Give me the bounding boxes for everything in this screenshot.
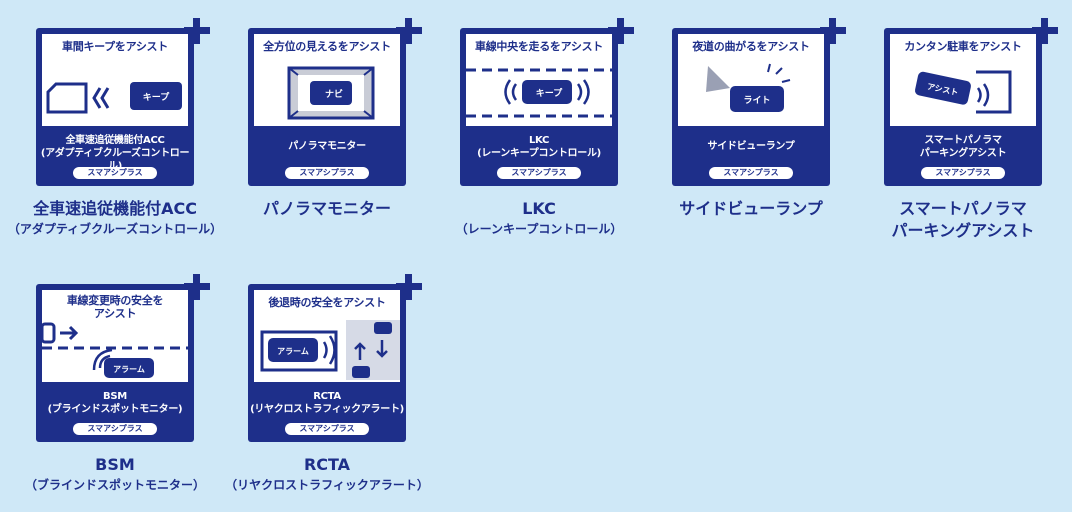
smart-assist-plus-badge: スマアシプラス	[709, 167, 793, 179]
feature-card: 全方位の見えるをアシスト ナビ パノラマモニター スマアシプラス	[248, 28, 406, 186]
card-feature-name: パノラマモニター	[288, 141, 366, 152]
card-illustration-area: 車線中央を走るをアシスト キープ	[466, 34, 612, 126]
plus-icon	[182, 272, 212, 302]
card-illustration-area: カンタン駐車をアシスト アシスト	[890, 34, 1036, 126]
card-feature-name: BSM (ブラインドスポットモニター)	[47, 391, 183, 415]
illustration-label: ライト	[743, 95, 770, 106]
feature-caption: スマートパノラマ パーキングアシスト	[891, 199, 1035, 240]
feature-caption: サイドビューランプ	[679, 199, 823, 218]
blind-spot-illustration: アラーム	[42, 322, 188, 378]
illustration-label: キープ	[536, 87, 563, 99]
smart-assist-plus-badge: スマアシプラス	[73, 423, 157, 435]
card-feature-name: スマートパノラマ パーキングアシスト	[919, 135, 1007, 159]
lane-keep-illustration: キープ	[466, 68, 612, 118]
feature-caption: RCTA （リヤクロストラフィックアラート）	[225, 455, 429, 492]
smart-assist-plus-badge: スマアシプラス	[73, 167, 157, 179]
feature-card: 後退時の安全をアシスト アラーム RCTA (リヤクロストラフィックアラート) …	[248, 284, 406, 442]
feature-caption: BSM （ブラインドスポットモニター）	[24, 455, 205, 492]
card-feature-name: 全車速追従機能付ACC (アダプティブクルーズコントロール)	[40, 135, 190, 172]
side-lamp-illustration: ライト	[706, 63, 791, 112]
smart-assist-plus-badge: スマアシプラス	[285, 167, 369, 179]
card-headline: カンタン駐車をアシスト	[904, 40, 1022, 53]
card-headline: 車線変更時の安全を アシスト	[66, 294, 164, 320]
following-car-illustration: キープ	[42, 62, 188, 124]
card-feature-name: LKC (レーンキープコントロール)	[477, 135, 601, 159]
illustration-label: アラーム	[113, 365, 145, 374]
plus-icon	[394, 272, 424, 302]
plus-icon	[606, 16, 636, 46]
card-illustration-area: 夜道の曲がるをアシスト ライト	[678, 34, 824, 126]
smart-assist-plus-badge: スマアシプラス	[497, 167, 581, 179]
card-illustration-area: 車線変更時の安全を アシスト アラーム	[42, 290, 188, 382]
plus-icon	[1030, 16, 1060, 46]
card-illustration-area: 後退時の安全をアシスト アラーム	[254, 290, 400, 382]
feature-card: 車線中央を走るをアシスト キープ LKC (レーンキープコントロール) スマアシ…	[460, 28, 618, 186]
card-feature-name: RCTA (リヤクロストラフィックアラート)	[250, 391, 404, 415]
card-illustration-area: 車間キープをアシスト キープ	[42, 34, 188, 126]
smart-assist-plus-badge: スマアシプラス	[921, 167, 1005, 179]
feature-card: 夜道の曲がるをアシスト ライト サイドビューランプ スマアシプラス	[672, 28, 830, 186]
card-headline: 車線中央を走るをアシスト	[475, 40, 603, 53]
card-illustration-area: 全方位の見えるをアシスト ナビ	[254, 34, 400, 126]
card-feature-name: サイドビューランプ	[707, 141, 795, 152]
card-headline: 全方位の見えるをアシスト	[263, 40, 391, 53]
panorama-view-illustration: ナビ	[287, 66, 375, 120]
card-headline: 車間キープをアシスト	[62, 40, 168, 53]
plus-icon	[818, 16, 848, 46]
feature-card: カンタン駐車をアシスト アシスト スマートパノラマ パーキングアシスト スマアシ…	[884, 28, 1042, 186]
card-headline: 夜道の曲がるをアシスト	[692, 40, 810, 53]
rear-cross-traffic-illustration: アラーム	[260, 320, 400, 380]
feature-caption: 全車速追従機能付ACC （アダプティブクルーズコントロール）	[7, 199, 223, 236]
feature-card: 車線変更時の安全を アシスト アラーム BSM (ブラインドスポットモニター) …	[36, 284, 194, 442]
illustration-label: アラーム	[277, 347, 309, 356]
illustration-label: ナビ	[325, 88, 343, 100]
feature-card: 車間キープをアシスト キープ 全車速追従機能付ACC (アダプティブクルーズコン…	[36, 28, 194, 186]
feature-caption: パノラマモニター	[262, 199, 391, 218]
smart-assist-plus-badge: スマアシプラス	[285, 423, 369, 435]
card-headline: 後退時の安全をアシスト	[268, 296, 386, 309]
plus-icon	[394, 16, 424, 46]
plus-icon	[182, 16, 212, 46]
parking-assist-illustration: アシスト	[915, 70, 1012, 114]
feature-caption: LKC （レーンキープコントロール）	[455, 199, 623, 236]
illustration-label: キープ	[143, 91, 170, 103]
